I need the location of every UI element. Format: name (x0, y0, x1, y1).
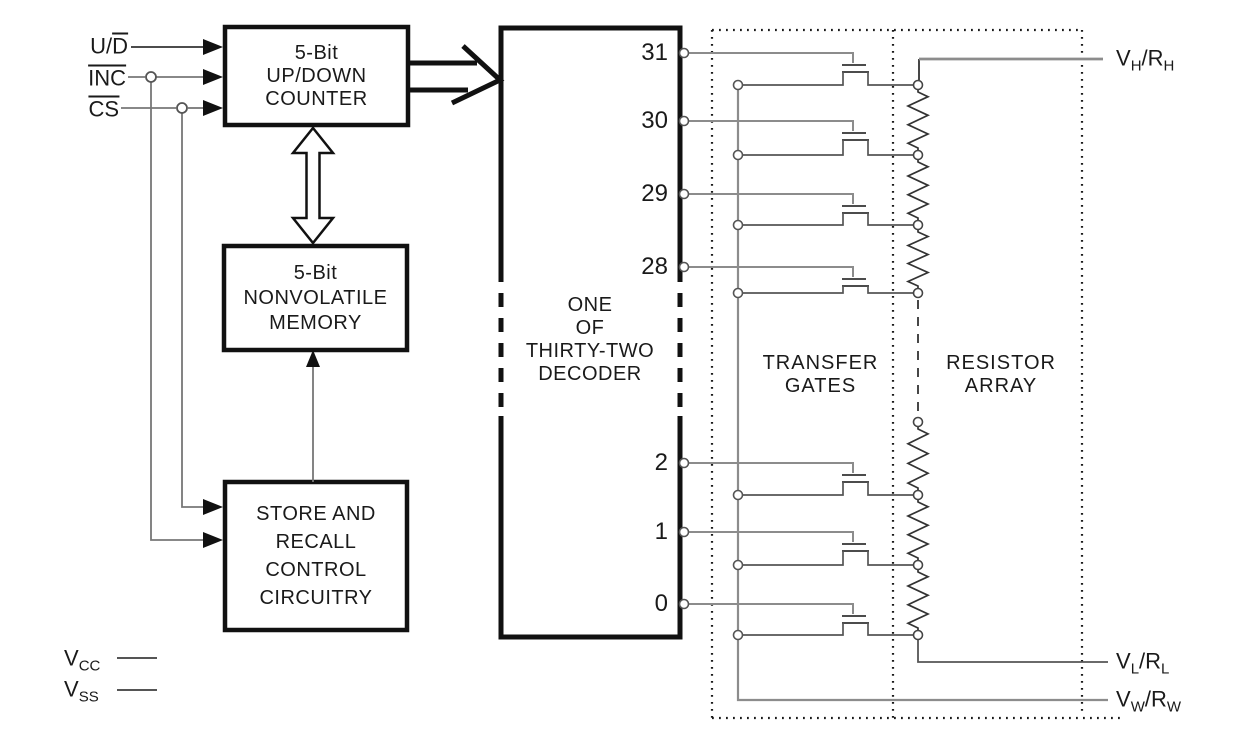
decoder-output-label-28: 28 (641, 253, 668, 280)
pin-vcc: VCC (64, 645, 101, 675)
ud-arrowhead (203, 39, 223, 55)
transfer-gate-rows-group (678, 47, 924, 641)
wiper-bus-node (732, 559, 744, 571)
inc-arrowhead (203, 69, 223, 85)
decoder-output-node (678, 47, 690, 59)
pin-vw-rw: VW/RW (1116, 686, 1182, 716)
resistor-element (905, 565, 931, 635)
inc-node (145, 71, 157, 83)
cs-branch-line (181, 113, 204, 508)
input-cs-label: CS (88, 95, 119, 123)
mosfet-drain-line (867, 213, 913, 226)
decoder-output-label-30: 30 (641, 107, 668, 134)
dotted-borders (710, 28, 1122, 720)
inc-branch-line (150, 82, 204, 541)
inc-overline-text: INC (88, 64, 126, 91)
cs-node (176, 102, 188, 114)
mosfet-source-line (743, 482, 844, 496)
memory-box (221, 243, 410, 353)
cs-overline-text: CS (88, 95, 119, 122)
resistor-break-node (912, 416, 924, 428)
resistor-element (905, 85, 931, 155)
resistor-tap-node (912, 219, 924, 231)
ud-overline-text: D (112, 32, 128, 59)
gate-drive-line (689, 462, 854, 473)
resistor-array-label: RESISTOR ARRAY (946, 352, 1056, 397)
resistor-element (906, 422, 930, 495)
resistor-element (905, 225, 931, 293)
mosfet-drain-line (867, 140, 913, 156)
wiper-bus-node (732, 287, 744, 299)
rl-terminal-line (917, 639, 1108, 663)
gate-drive-line (689, 193, 854, 204)
gate-drive-line (689, 120, 854, 131)
wiper-bus-node (732, 149, 744, 161)
decoder-output-node (678, 526, 690, 538)
resistor-tap-node (912, 149, 924, 161)
input-ud-label: U/D (90, 32, 128, 60)
memory-label: 5-Bit NONVOLATILE MEMORY (243, 261, 388, 334)
decoder-output-node (678, 188, 690, 200)
wiper-bus-node (732, 219, 744, 231)
counter-box (222, 24, 411, 128)
mosfet-source-line (743, 623, 844, 636)
decoder-output-label-2: 2 (654, 449, 668, 476)
decoder-output-label-0: 0 (654, 590, 668, 617)
counter-memory-double-arrow (290, 125, 336, 246)
transfer-gates-label: TRANSFER GATES (762, 352, 879, 397)
resistor-tap-node (912, 287, 924, 299)
cs-arrowhead (203, 100, 223, 116)
inc-branch-arrowhead (203, 532, 223, 548)
gate-drive-line (689, 266, 854, 277)
cs-branch-arrowhead (203, 499, 223, 515)
mosfet-drain-line (867, 623, 913, 636)
mosfet-source-line (743, 213, 844, 226)
mosfet-source-line (743, 286, 844, 294)
resistor-tap-node (912, 79, 924, 91)
decoder-output-label-29: 29 (641, 180, 668, 207)
pin-vss: VSS (64, 676, 99, 706)
mosfet-drain-line (867, 551, 913, 566)
decoder-output-node (678, 261, 690, 273)
decoder-output-node (678, 598, 690, 610)
pin-vl-rl: VL/RL (1116, 648, 1170, 678)
decoder-output-node (678, 457, 690, 469)
gate-drive-line (689, 531, 854, 542)
mosfet-source-line (743, 140, 844, 156)
input-inc-label: INC (88, 64, 126, 92)
wiper-bus-node (732, 629, 744, 641)
decoder-box-bottom (498, 416, 683, 640)
mosfet-drain-line (867, 482, 913, 496)
mosfet-source-line (743, 551, 844, 566)
resistor-tap-node (912, 559, 924, 571)
resistor-element (905, 495, 931, 565)
pin-vh-rh: VH/RH (1116, 45, 1175, 75)
wiper-bus-node (732, 489, 744, 501)
decoder-output-node (678, 115, 690, 127)
store-label: STORE AND RECALL CONTROL CIRCUITRY (256, 503, 376, 609)
ud-plain-text: U/ (90, 33, 113, 59)
resistor-element (905, 155, 931, 225)
gate-drive-line (689, 52, 854, 63)
decoder-box-top (498, 25, 683, 270)
gate-drive-line (689, 603, 854, 614)
mosfet-drain-line (867, 286, 913, 294)
counter-label: 5-Bit UP/DOWN COUNTER (265, 41, 368, 110)
store-box (222, 479, 410, 633)
resistor-tap-node (912, 489, 924, 501)
mosfet-source-line (743, 72, 844, 86)
mosfet-drain-line (867, 72, 913, 86)
store-to-memory-arrowhead (306, 350, 320, 367)
wiper-bus-node (732, 79, 744, 91)
decoder-output-label-31: 31 (641, 39, 668, 66)
resistor-tap-node (912, 629, 924, 641)
counter-to-decoder-arrow (410, 44, 505, 106)
decoder-label: ONE OF THIRTY-TWO DECODER (525, 294, 655, 385)
resistor-array-group (905, 85, 931, 635)
decoder-output-label-1: 1 (654, 518, 668, 545)
